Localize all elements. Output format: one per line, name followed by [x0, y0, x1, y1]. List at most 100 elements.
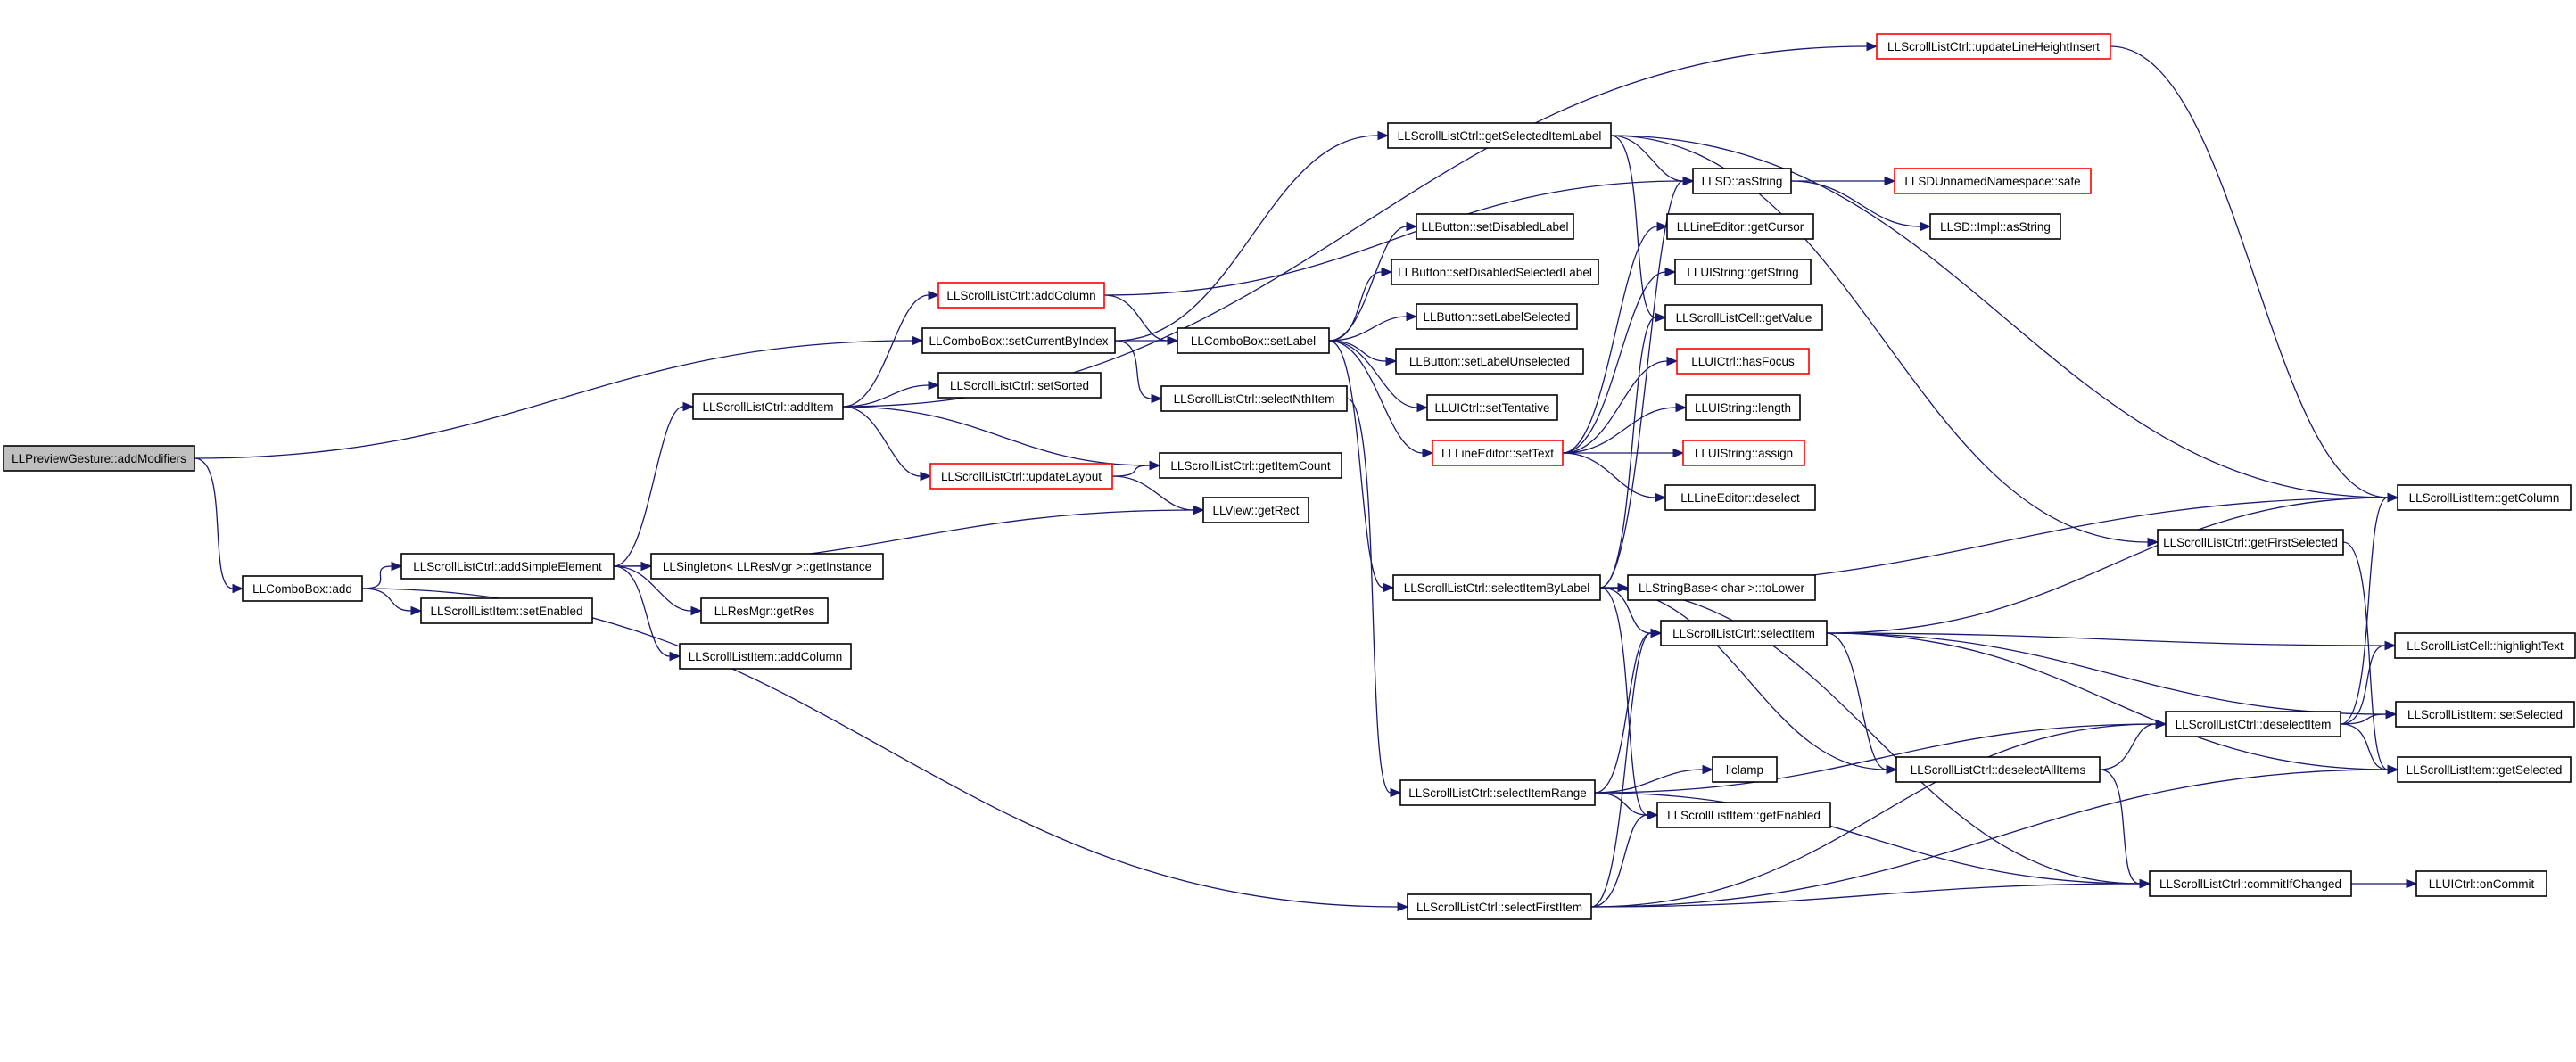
- node-uistring-length[interactable]: LLUIString::length: [1685, 394, 1801, 421]
- edge-addItem-to-ctrl-addColumn: [842, 290, 940, 408]
- node-updateLineHeightInsert[interactable]: LLScrollListCtrl::updateLineHeightInsert: [1876, 33, 2111, 60]
- node-getCursor[interactable]: LLLineEditor::getCursor: [1666, 213, 1814, 240]
- edge-arrowhead: [2384, 640, 2397, 651]
- node-box: [937, 372, 1102, 399]
- node-setCurrentByIndex[interactable]: LLComboBox::setCurrentByIndex: [921, 327, 1116, 354]
- edge-line: [1599, 587, 2141, 885]
- node-onCommit[interactable]: LLUICtrl::onCommit: [2415, 870, 2547, 897]
- node-getSelectedItemLabel[interactable]: LLScrollListCtrl::getSelectedItemLabel: [1387, 122, 1612, 149]
- node-btn-setDisabledLabel[interactable]: LLButton::setDisabledLabel: [1416, 213, 1574, 240]
- edge-le-setText-to-uistring-length: [1562, 402, 1688, 454]
- edge-arrowhead: [1167, 335, 1179, 346]
- node-item-setSelected[interactable]: LLScrollListItem::setSelected: [2395, 701, 2575, 728]
- edge-selectItem-to-highlightText: [1826, 632, 2397, 651]
- edge-arrowhead: [2147, 537, 2159, 547]
- edge-updateLayout-to-getItemCount: [1111, 460, 1161, 477]
- node-getres[interactable]: LLResMgr::getRes: [700, 597, 829, 624]
- node-label: LLLineEditor::deselect: [1680, 491, 1800, 505]
- node-setSorted[interactable]: LLScrollListCtrl::setSorted: [937, 372, 1102, 399]
- node-asString[interactable]: LLSD::asString: [1692, 168, 1792, 194]
- node-selectNthItem[interactable]: LLScrollListCtrl::selectNthItem: [1160, 385, 1348, 412]
- node-commitIfChanged[interactable]: LLScrollListCtrl::commitIfChanged: [2149, 870, 2352, 897]
- edge-combo-add-to-selectFirstItem: [361, 588, 1409, 912]
- node-updateLayout[interactable]: LLScrollListCtrl::updateLayout: [929, 463, 1113, 490]
- node-box: [1416, 303, 1578, 330]
- node-uistring-getString[interactable]: LLUIString::getString: [1674, 259, 1812, 285]
- edge-selectNthItem-to-selectItemRange: [1346, 398, 1402, 798]
- edge-arrowhead: [410, 605, 423, 616]
- edge-line: [1328, 226, 1408, 342]
- edge-line: [1826, 632, 2389, 770]
- edge-arrowhead: [1884, 176, 1896, 186]
- node-box: [3, 445, 195, 472]
- node-safe[interactable]: LLSDUnnamedNamespace::safe: [1894, 168, 2092, 194]
- node-box: [2397, 756, 2572, 783]
- node-getItemCount[interactable]: LLScrollListCtrl::getItemCount: [1159, 452, 1342, 479]
- node-getRect[interactable]: LLView::getRect: [1202, 497, 1309, 523]
- edge-addItem-to-setSorted: [842, 380, 940, 408]
- node-selectFirstItem[interactable]: LLScrollListCtrl::selectFirstItem: [1407, 893, 1592, 920]
- node-getFirstSelected[interactable]: LLScrollListCtrl::getFirstSelected: [2157, 529, 2344, 556]
- node-addItem[interactable]: LLScrollListCtrl::addItem: [692, 393, 844, 420]
- node-uistring-assign[interactable]: LLUIString::assign: [1682, 440, 1805, 466]
- edge-arrowhead: [1647, 810, 1659, 820]
- node-box: [1416, 213, 1574, 240]
- edge-arrowhead: [1416, 402, 1429, 413]
- node-selectItemRange[interactable]: LLScrollListCtrl::selectItemRange: [1399, 779, 1596, 806]
- node-btn-setLabelUnselected[interactable]: LLButton::setLabelUnselected: [1395, 348, 1584, 375]
- edge-line: [1610, 135, 1656, 318]
- node-btn-setDisabledSelectedLabel[interactable]: LLButton::setDisabledSelectedLabel: [1391, 259, 1599, 285]
- node-getEnabled[interactable]: LLScrollListItem::getEnabled: [1656, 802, 1831, 828]
- edge-line: [1590, 723, 2157, 908]
- edge-deselectAllItems-to-commitIfChanged: [2099, 769, 2151, 889]
- node-toLower[interactable]: LLStringBase< char >::toLower: [1627, 574, 1816, 601]
- node-hasFocus[interactable]: LLUICtrl::hasFocus: [1676, 348, 1810, 375]
- edge-line: [2342, 541, 2389, 770]
- node-box: [2397, 484, 2572, 511]
- edge-line: [842, 294, 929, 408]
- node-label: LLScrollListCtrl::selectNthItem: [1174, 392, 1335, 406]
- edge-arrowhead: [2387, 492, 2399, 503]
- node-add-modifiers[interactable]: LLPreviewGesture::addModifiers: [3, 445, 195, 472]
- node-ctrl-addColumn[interactable]: LLScrollListCtrl::addColumn: [937, 282, 1105, 309]
- edge-arrowhead: [1383, 582, 1395, 593]
- edge-line: [1111, 475, 1194, 511]
- node-le-setText[interactable]: LLLineEditor::setText: [1432, 440, 1564, 466]
- node-impl-asString[interactable]: LLSD::Impl::asString: [1929, 213, 2061, 240]
- edge-arrowhead: [1682, 176, 1695, 186]
- node-box: [1407, 893, 1592, 920]
- node-getSelected[interactable]: LLScrollListItem::getSelected: [2397, 756, 2572, 783]
- edge-arrowhead: [928, 290, 940, 300]
- node-deselectAllItems[interactable]: LLScrollListCtrl::deselectAllItems: [1895, 756, 2101, 783]
- node-box: [420, 597, 593, 624]
- edge-line: [1610, 135, 2149, 543]
- node-label: LLSD::Impl::asString: [1940, 220, 2051, 234]
- node-label: LLScrollListCtrl::deselectItem: [2176, 718, 2332, 731]
- node-singleton[interactable]: LLSingleton< LLResMgr >::getInstance: [650, 553, 884, 580]
- node-setTentative[interactable]: LLUICtrl::setTentative: [1426, 394, 1558, 421]
- node-deselectItem[interactable]: LLScrollListCtrl::deselectItem: [2165, 711, 2341, 737]
- node-getColumn[interactable]: LLScrollListItem::getColumn: [2397, 484, 2572, 511]
- node-label: LLLineEditor::getCursor: [1677, 220, 1804, 234]
- node-add-simple[interactable]: LLScrollListCtrl::addSimpleElement: [400, 553, 615, 580]
- node-llclamp[interactable]: llclamp: [1712, 756, 1778, 783]
- node-setLabel[interactable]: LLComboBox::setLabel: [1177, 327, 1330, 354]
- node-cell-getValue[interactable]: LLScrollListCell::getValue: [1664, 304, 1823, 331]
- node-highlightText[interactable]: LLScrollListCell::highlightText: [2394, 632, 2576, 659]
- node-le-deselect[interactable]: LLLineEditor::deselect: [1664, 484, 1816, 511]
- node-label: LLUIString::length: [1695, 401, 1791, 415]
- edge-line: [842, 406, 921, 477]
- node-label: LLComboBox::add: [252, 582, 352, 596]
- edge-line: [613, 406, 684, 567]
- node-selectItem[interactable]: LLScrollListCtrl::selectItem: [1660, 620, 1828, 646]
- node-btn-setLabelSelected[interactable]: LLButton::setLabelSelected: [1416, 303, 1578, 330]
- node-selectItemByLabel[interactable]: LLScrollListCtrl::selectItemByLabel: [1392, 574, 1601, 601]
- node-combo-add[interactable]: LLComboBox::add: [242, 575, 363, 602]
- node-box: [1682, 440, 1805, 466]
- node-item-addColumn[interactable]: LLScrollListItem::addColumn: [679, 643, 852, 670]
- node-item-setEnabled[interactable]: LLScrollListItem::setEnabled: [420, 597, 593, 624]
- edge-line: [1103, 180, 1684, 296]
- edge-getSelectedItemLabel-to-asString: [1610, 135, 1695, 186]
- edge-arrowhead: [1406, 311, 1418, 322]
- node-label: LLComboBox::setCurrentByIndex: [929, 334, 1108, 348]
